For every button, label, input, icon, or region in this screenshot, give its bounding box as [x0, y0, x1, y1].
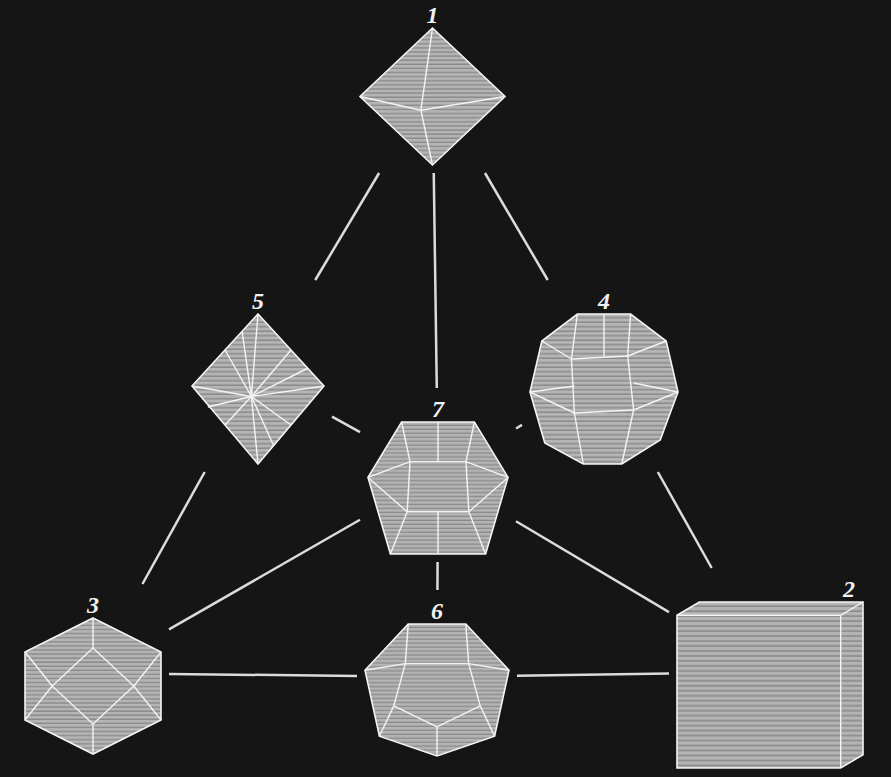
relation-line — [516, 521, 669, 612]
crystal-figure — [365, 624, 509, 756]
figure-number: 3 — [25, 592, 161, 618]
relation-line — [658, 472, 712, 568]
relation-line — [169, 520, 360, 630]
relation-line — [516, 425, 522, 429]
crystal-figure — [677, 602, 863, 768]
crystal-form: 6 — [365, 598, 509, 756]
crystal-figure — [192, 314, 324, 464]
crystal-form: 2 — [677, 576, 863, 768]
relation-line — [434, 173, 437, 388]
figure-number: 1 — [360, 2, 505, 28]
figure-number: 2 — [677, 576, 863, 602]
crystal-figure — [368, 422, 508, 554]
crystal-form: 1 — [360, 2, 505, 165]
figure-number: 7 — [368, 396, 508, 422]
relation-line — [315, 173, 379, 280]
crystal-form: 5 — [192, 288, 324, 464]
crystal-figure — [360, 28, 505, 165]
relation-line — [485, 173, 548, 280]
relation-line — [436, 562, 439, 590]
relation-line — [332, 417, 360, 432]
figure-number: 6 — [365, 598, 509, 624]
figure-number: 4 — [530, 288, 678, 314]
relation-line — [142, 472, 204, 584]
figure-number: 5 — [192, 288, 324, 314]
relation-line — [517, 674, 669, 676]
crystal-form: 7 — [368, 396, 508, 554]
crystal-figure — [25, 618, 161, 754]
crystal-form: 4 — [530, 288, 678, 464]
crystal-figure — [530, 314, 678, 464]
relation-line — [169, 674, 357, 676]
crystal-form: 3 — [25, 592, 161, 754]
